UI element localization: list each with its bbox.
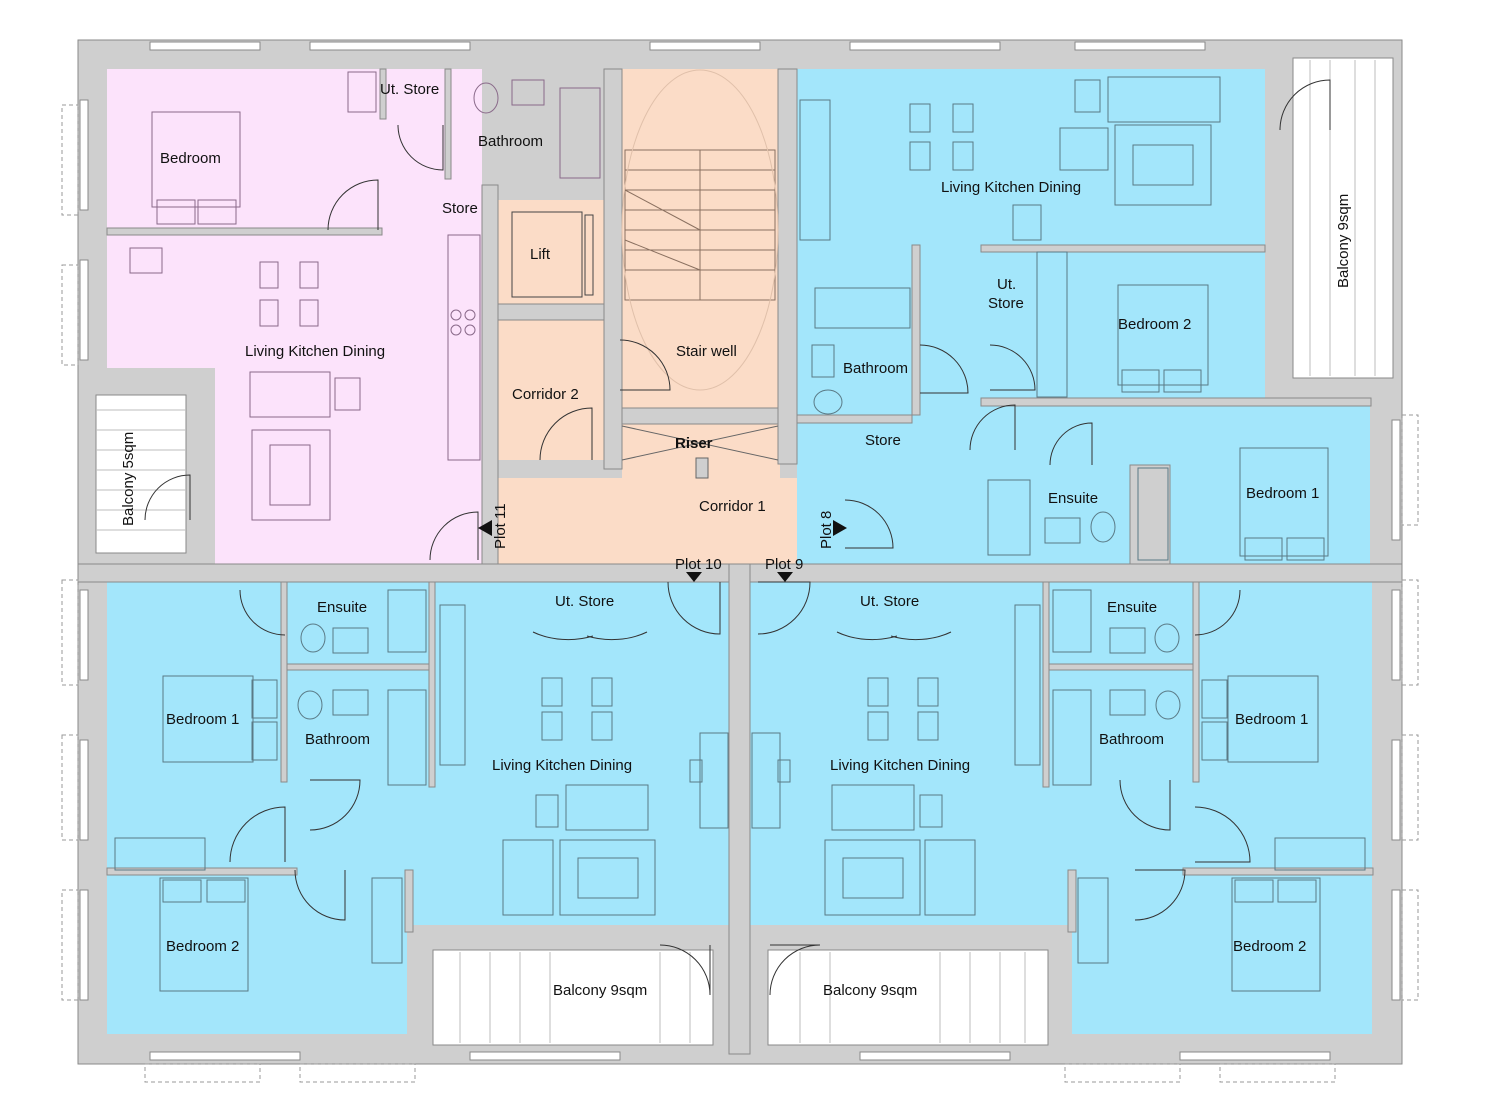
plot-10-bathroom-label: Bathroom <box>305 731 370 748</box>
plot-9-entry-arrow <box>777 572 793 582</box>
entry-arrows <box>478 520 847 582</box>
stairs <box>621 69 779 391</box>
stairwell-label: Stair well <box>676 343 737 360</box>
corridor-1-label: Corridor 1 <box>699 498 766 515</box>
riser-label: Riser <box>675 435 713 452</box>
plot-10-bedroom-1-label: Bedroom 1 <box>166 711 239 728</box>
plot-11-area <box>80 69 482 564</box>
plot-10-entry-arrow <box>686 572 702 582</box>
plot-11-balcony-label: Balcony 5sqm <box>120 432 137 526</box>
plot-11-entry-arrow <box>478 520 492 536</box>
furniture-plot-9 <box>751 589 1366 992</box>
plot-8-living-label: Living Kitchen Dining <box>941 179 1081 196</box>
plot-9-area <box>750 582 1372 1050</box>
plot-10-ensuite-label: Ensuite <box>317 599 367 616</box>
interior-walls <box>77 68 1403 1055</box>
plot-9-bathroom-label: Bathroom <box>1099 731 1164 748</box>
plot-9-bedroom-1-label: Bedroom 1 <box>1235 711 1308 728</box>
plot-8-store-label: Store <box>865 432 901 449</box>
plot-9-living-label: Living Kitchen Dining <box>830 757 970 774</box>
plot-8-ut-store-label-line2: Store <box>988 295 1024 312</box>
furniture-plot-11 <box>129 71 601 521</box>
plot-9-bedroom-2-label: Bedroom 2 <box>1233 938 1306 955</box>
plot-10-bedroom-2-label: Bedroom 2 <box>166 938 239 955</box>
plot-11-bathroom-label: Bathroom <box>478 133 543 150</box>
plot-10-balcony-label: Balcony 9sqm <box>553 982 647 999</box>
plot-11-entry-label: Plot 11 <box>492 503 509 549</box>
plot-8-entry-arrow <box>833 520 847 536</box>
furniture-plot-8 <box>799 76 1329 561</box>
plot-9-ut-store-label: Ut. Store <box>860 593 919 610</box>
lift-car <box>511 211 594 298</box>
plot-10-area <box>107 582 729 1050</box>
plot-8-bedroom-2-label: Bedroom 2 <box>1118 316 1191 333</box>
plot-11-bedroom-label: Bedroom <box>160 150 221 167</box>
plot-10-living-label: Living Kitchen Dining <box>492 757 632 774</box>
plot-8-bedroom-1-label: Bedroom 1 <box>1246 485 1319 502</box>
plot-11-store-label: Store <box>442 200 478 217</box>
plot-8-ut-store-label-line1: Ut. <box>997 276 1016 293</box>
plot-10-ut-store-label: Ut. Store <box>555 593 614 610</box>
plot-11-ut-store-label: Ut. Store <box>380 81 439 98</box>
plot-8-balcony-label: Balcony 9sqm <box>1335 194 1352 288</box>
plot-8-bathroom-label: Bathroom <box>843 360 908 377</box>
door-swings <box>144 79 1331 996</box>
plot-9-ensuite-label: Ensuite <box>1107 599 1157 616</box>
riser-box <box>621 425 779 479</box>
plot-10-entry-label: Plot 10 <box>675 556 722 573</box>
windows <box>61 41 1419 1083</box>
plot-9-entry-label: Plot 9 <box>765 556 803 573</box>
plot-8-entry-label: Plot 8 <box>818 511 835 549</box>
furniture-plot-10 <box>114 589 729 992</box>
plot-9-balcony-label: Balcony 9sqm <box>823 982 917 999</box>
core-area <box>482 69 843 564</box>
plot-8-ensuite-label: Ensuite <box>1048 490 1098 507</box>
plot-11-living-label: Living Kitchen Dining <box>245 343 385 360</box>
lift-label: Lift <box>530 246 551 263</box>
corridor-2-label: Corridor 2 <box>512 386 579 403</box>
